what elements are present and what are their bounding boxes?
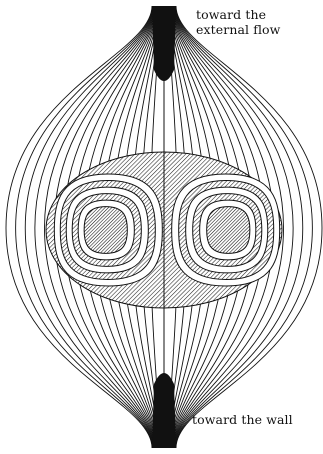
external-flow-label-line-1: toward the xyxy=(196,7,280,22)
cell-right-ring-1 xyxy=(207,207,250,254)
external-flow-label-line-2: external flow xyxy=(196,22,280,37)
right-vortex-cell xyxy=(172,174,280,286)
left-vortex-cell xyxy=(54,174,162,286)
wall-label: toward the wall xyxy=(192,412,293,427)
external-flow-label: toward the external flow xyxy=(196,7,280,37)
cell-left-ring-1 xyxy=(84,207,127,254)
